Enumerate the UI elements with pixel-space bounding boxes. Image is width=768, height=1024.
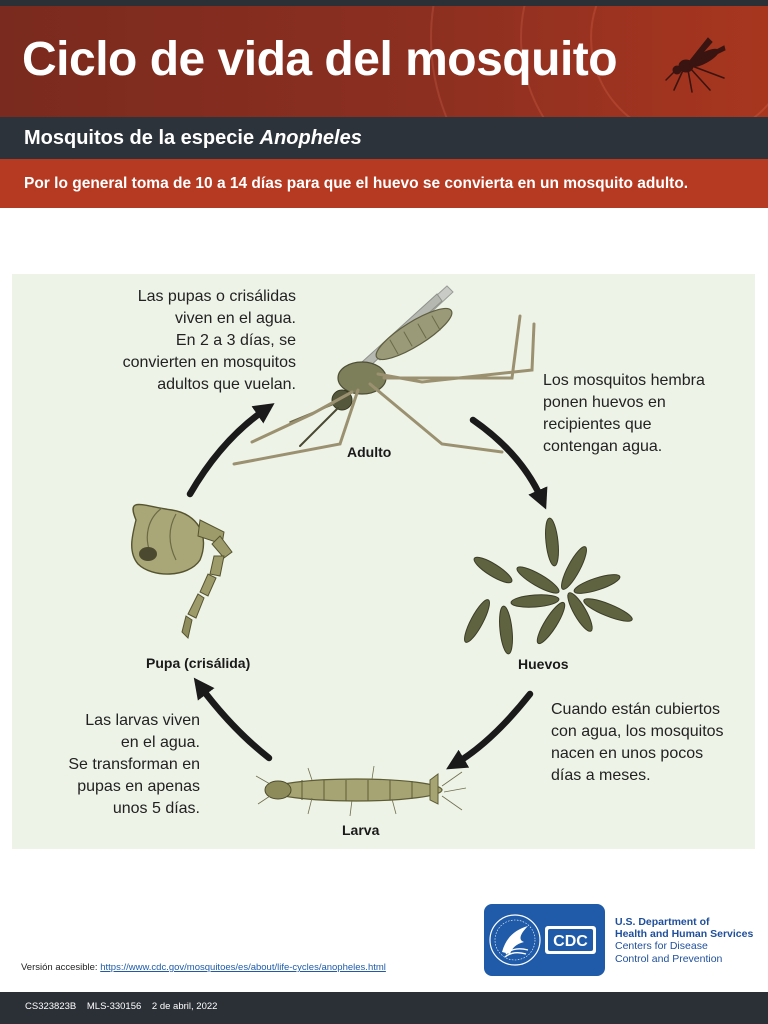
note-line: con agua, los mosquitos <box>551 723 724 740</box>
note-line: días a meses. <box>551 767 651 784</box>
hhs-line: U.S. Department of <box>615 916 710 928</box>
note-line: Cuando están cubiertos <box>551 701 720 718</box>
subtitle-band: Mosquitos de la especie Anopheles <box>0 117 768 159</box>
footer-code: CS323823B <box>25 1001 77 1012</box>
eggs-icon <box>464 517 633 655</box>
note-pupa-to-adult: Las pupas o crisálidas viven en el agua.… <box>96 286 296 396</box>
hhs-eagle-icon: CDC <box>489 914 596 966</box>
note-line: En 2 a 3 días, se <box>175 332 296 349</box>
species-name: Anopheles <box>259 127 362 149</box>
stage-label-eggs: Huevos <box>518 656 569 672</box>
hhs-line: Health and Human Services <box>615 928 754 941</box>
footer-date: 2 de abril, 2022 <box>151 1001 218 1012</box>
duration-info: Por lo general toma de 10 a 14 días para… <box>24 175 689 192</box>
note-line: ponen huevos en <box>543 394 666 411</box>
note-line: convierten en mosquitos <box>122 354 296 371</box>
note-line: en el agua. <box>120 734 200 751</box>
adult-mosquito-icon <box>232 285 536 466</box>
page-subtitle: Mosquitos de la especie Anopheles <box>24 127 362 150</box>
footer-codes: CS323823B MLS-330156 2 de abril, 2022 <box>25 1001 225 1012</box>
note-line: viven en el agua. <box>175 310 296 327</box>
note-adult-to-eggs: Los mosquitos hembra ponen huevos en rec… <box>543 370 743 458</box>
mosquito-silhouette-icon <box>665 37 726 93</box>
arrow-adult-to-eggs <box>469 416 548 510</box>
decorative-ring <box>430 6 768 117</box>
note-line: Se transforman en <box>68 756 200 773</box>
note-line: Las pupas o crisálidas <box>137 288 296 305</box>
life-cycle-illustration <box>131 285 633 817</box>
note-line: unos 5 días. <box>112 800 200 817</box>
hhs-text: U.S. Department of Health and Human Serv… <box>615 916 753 965</box>
life-cycle-diagram: Las pupas o crisálidas viven en el agua.… <box>12 274 755 849</box>
cycle-arrows <box>186 403 548 770</box>
arrow-eggs-to-larva <box>446 690 534 770</box>
cdc-wordmark: CDC <box>553 933 588 950</box>
top-strip <box>0 0 768 6</box>
accessible-version: Versión accesible: https://www.cdc.gov/m… <box>21 962 386 973</box>
cdc-logo: CDC <box>484 904 605 976</box>
hhs-line: Centers for Disease <box>615 940 708 953</box>
footer-bar: CS323823B MLS-330156 2 de abril, 2022 <box>0 992 768 1024</box>
page-title: Ciclo de vida del mosquito <box>22 33 618 86</box>
note-eggs-to-larva: Cuando están cubiertos con agua, los mos… <box>551 699 751 787</box>
hhs-line: Control and Prevention <box>615 952 723 965</box>
larva-icon <box>255 765 467 817</box>
note-line: Los mosquitos hembra <box>543 372 705 389</box>
arrow-pupa-to-adult <box>186 403 275 498</box>
title-band: Ciclo de vida del mosquito <box>0 6 768 117</box>
note-line: recipientes que <box>543 416 652 433</box>
stage-label-adult: Adulto <box>347 444 392 460</box>
note-larva-to-pupa: Las larvas viven en el agua. Se transfor… <box>32 710 200 820</box>
subtitle-prefix: Mosquitos de la especie <box>24 127 260 149</box>
note-line: Las larvas viven <box>85 712 200 729</box>
stage-label-larva: Larva <box>342 822 380 838</box>
stage-label-pupa: Pupa (crisálida) <box>146 655 251 671</box>
decorative-ring <box>520 6 768 117</box>
note-line: adultos que vuelan. <box>157 376 296 393</box>
info-band: Por lo general toma de 10 a 14 días para… <box>0 159 768 208</box>
accessible-label: Versión accesible: <box>21 962 101 973</box>
accessible-link[interactable]: https://www.cdc.gov/mosquitoes/es/about/… <box>100 962 386 973</box>
footer-code: MLS-330156 <box>86 1001 142 1012</box>
note-line: contengan agua. <box>543 438 663 455</box>
pupa-icon <box>131 503 233 639</box>
arrow-larva-to-pupa <box>193 677 273 762</box>
note-line: nacen en unos pocos <box>551 745 704 762</box>
note-line: pupas en apenas <box>77 778 200 795</box>
